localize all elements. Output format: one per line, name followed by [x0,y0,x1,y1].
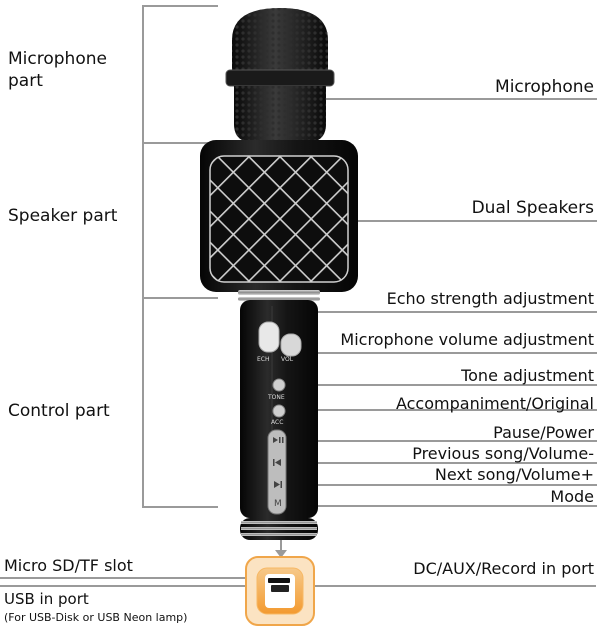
device-label-acc: ACC [271,419,284,426]
acc-button [272,404,286,418]
section-microphone-part-line2: part [8,71,43,91]
vol-knob-icon [280,333,302,357]
play-pause-icon [273,437,284,443]
tone-button [272,378,286,392]
callout-mode: Mode [550,487,594,506]
callout-microphone: Microphone [495,77,594,97]
callout-dc-aux: DC/AUX/Record in port [413,559,594,578]
device-label-tone: TONE [268,394,285,401]
device-label-ech: ECH [257,356,270,363]
device-label-mode-key: M [274,499,282,509]
callout-mic-volume: Microphone volume adjustment [340,330,594,349]
section-microphone-part: Microphone part [8,48,107,92]
callout-echo: Echo strength adjustment [386,289,594,308]
port-arrow [275,540,287,558]
section-control-part: Control part [8,401,110,421]
callout-usb: USB in port [4,590,89,608]
callout-dual-speakers: Dual Speakers [471,198,594,218]
callout-accompaniment: Accompaniment/Original [395,394,594,413]
echo-knob-icon [258,321,280,353]
callout-tone: Tone adjustment [461,366,594,385]
round-buttons [272,378,286,418]
section-speaker-part: Speaker part [8,206,118,226]
sd-slot-icon [268,578,290,583]
key-strip [267,429,287,515]
callout-usb-note: (For USB-Disk or USB Neon lamp) [4,611,188,624]
callout-next: Next song/Volume+ [434,465,594,484]
knob-controls [258,321,302,357]
previous-icon [273,459,281,466]
next-icon [274,481,282,488]
usb-slot-icon [271,585,289,592]
callout-previous: Previous song/Volume- [412,444,594,463]
microphone-head [225,8,335,142]
bracket-microphone-part [142,5,218,144]
device-label-vol: VOL [281,356,294,363]
bracket-control-part [142,298,218,508]
callout-pause-power: Pause/Power [493,423,594,442]
callout-micro-sd: Micro SD/TF slot [4,556,133,575]
port-closeup [245,556,315,626]
speaker-block [200,140,358,292]
section-brackets [142,5,218,508]
neck-rings [238,290,320,301]
section-microphone-part-line1: Microphone [8,49,107,69]
